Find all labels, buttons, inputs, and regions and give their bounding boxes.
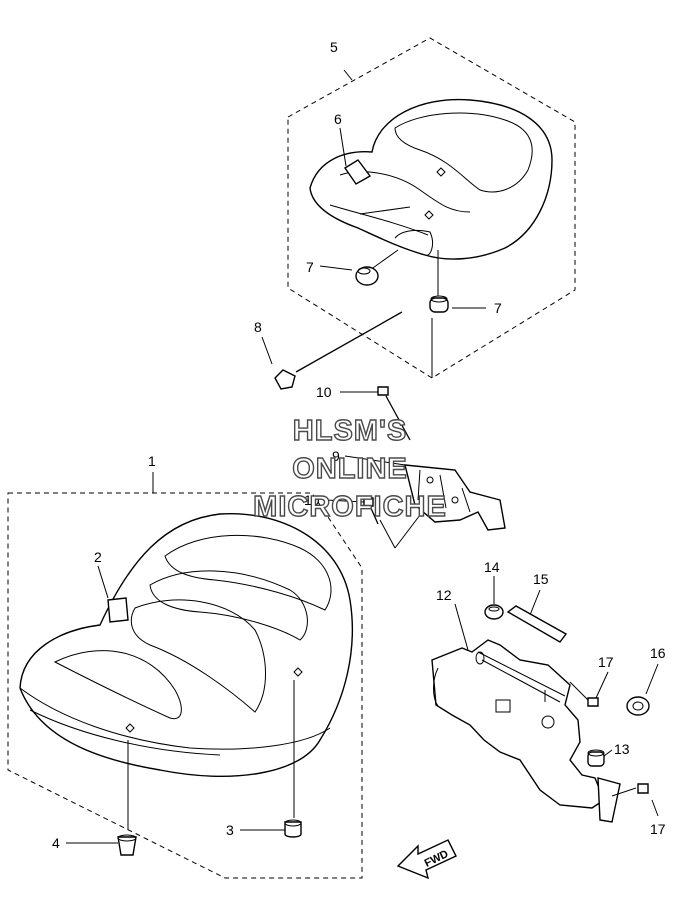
grommet-14 — [484, 576, 504, 620]
seat-tag-6 — [344, 159, 372, 185]
screw-17-lower — [637, 783, 659, 817]
trim-strip-15 — [506, 589, 568, 643]
callout-17-upper: 17 — [598, 654, 614, 670]
callout-1: 1 — [148, 453, 156, 469]
bolt-8 — [261, 311, 403, 390]
grommet-16 — [626, 663, 659, 716]
seat-bracket — [344, 455, 506, 549]
bolt-10-lower — [325, 497, 379, 525]
front-seat-part — [19, 512, 353, 777]
callout-8: 8 — [254, 319, 262, 335]
callout-4: 4 — [52, 835, 60, 851]
rear-seat-dashed-boundary — [287, 37, 576, 379]
callout-10-lower: 10 — [304, 492, 320, 508]
grommet-7-right — [429, 295, 449, 313]
side-cover-12 — [431, 603, 637, 823]
grommet-4 — [66, 834, 137, 856]
front-seat-dashed-boundary — [7, 492, 363, 879]
callout-7-left: 7 — [306, 259, 314, 275]
front-seat-group — [7, 472, 363, 879]
callout-13: 13 — [614, 741, 630, 757]
bolt-10-upper — [340, 386, 411, 441]
callout-2: 2 — [94, 549, 102, 565]
callout-10-upper: 10 — [316, 384, 332, 400]
grommet-7-left — [355, 266, 379, 286]
callout-17-lower: 17 — [650, 821, 666, 837]
fwd-arrow: FWD — [396, 839, 457, 880]
callout-9: 9 — [332, 448, 340, 464]
grommet-13 — [587, 749, 613, 767]
seat-tag-2 — [107, 597, 129, 623]
callout-12: 12 — [436, 587, 452, 603]
rear-seat-group — [287, 37, 576, 379]
watermark-line-2: ONLINE — [292, 453, 408, 485]
watermark-line-3: MICROFICHE — [253, 491, 447, 523]
callout-16: 16 — [650, 645, 666, 661]
screw-17-upper — [569, 671, 609, 707]
callout-6: 6 — [334, 111, 342, 127]
rear-seat-part — [309, 98, 553, 260]
watermark-line-1: HLSM'S — [293, 415, 407, 447]
callout-5: 5 — [330, 39, 338, 55]
watermark: HLSM'S ONLINE MICROFICHE — [252, 414, 447, 523]
callout-15: 15 — [533, 571, 549, 587]
callout-14: 14 — [484, 559, 500, 575]
callout-7-right: 7 — [494, 300, 502, 316]
grommet-3 — [240, 819, 302, 838]
callout-3: 3 — [226, 822, 234, 838]
